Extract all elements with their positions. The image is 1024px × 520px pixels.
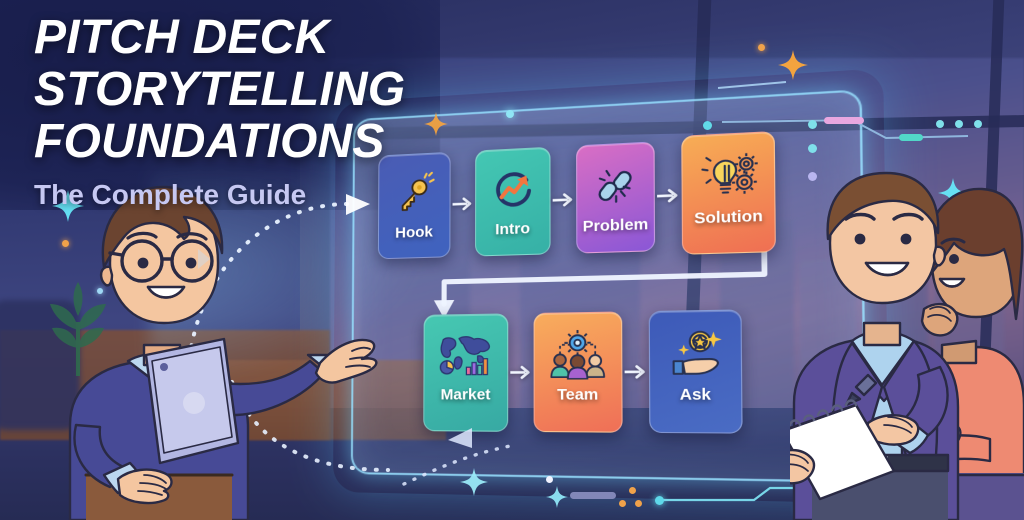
dot-cyan-a (703, 121, 712, 130)
page-subtitle: The Complete Guide (34, 179, 307, 210)
flow-grid: Hook Intro (351, 89, 867, 483)
dot-orange-b2 (619, 500, 626, 507)
flow-card-hook[interactable]: Hook (377, 151, 451, 260)
flow-row-top: Hook Intro (377, 130, 776, 263)
flow-row-bottom: Market (423, 309, 743, 434)
dot-orange-left (62, 240, 69, 247)
dot-cyan-g (974, 120, 982, 128)
hand-coin-star-icon (663, 323, 727, 384)
dot-orange-b3 (635, 500, 642, 507)
presenter-character (68, 185, 378, 520)
flow-card-label: Team (557, 385, 599, 404)
arrow-team-to-ask (622, 364, 649, 379)
dot-cyan-b (808, 120, 817, 129)
flow-card-team[interactable]: Team (533, 311, 623, 433)
sparkle-orange-top-icon (778, 50, 808, 80)
dot-orange-b1 (629, 487, 636, 494)
dot-cyan-b4 (655, 496, 664, 505)
dot-cyan-f (955, 120, 963, 128)
flow-card-label: Ask (679, 385, 712, 405)
sparkle-cyan-right-icon (938, 178, 968, 208)
plant-icon (50, 282, 106, 376)
flow-card-ask[interactable]: Ask (648, 309, 743, 434)
dot-cyan-c (808, 144, 817, 153)
dot-lilac-d (808, 172, 817, 181)
flow-card-market[interactable]: Market (423, 313, 509, 432)
flow-card-label: Problem (582, 215, 649, 236)
flow-card-label: Market (440, 386, 491, 404)
dot-blue-left (97, 288, 103, 294)
sparkle-cyan-small-icon (546, 486, 568, 508)
world-map-chart-icon (437, 326, 495, 384)
page-title: PITCH DECK STORYTELLING FOUNDATIONS (34, 11, 406, 168)
pill-teal (899, 134, 923, 141)
dot-cyan-top-sky (506, 110, 514, 118)
sparkle-orange-mid-icon (424, 112, 448, 136)
dot-white-bottom (546, 476, 553, 483)
key-icon (393, 165, 435, 223)
headline-block: PITCH DECK STORYTELLING FOUNDATIONS The … (34, 12, 714, 212)
sparkle-cyan-left-icon (52, 190, 84, 222)
listeners-characters (790, 171, 1024, 520)
flow-card-label: Hook (395, 223, 433, 242)
pill-slate (570, 492, 616, 499)
people-gear-icon (547, 324, 608, 383)
sparkle-cyan-bottom-icon (460, 468, 488, 496)
dot-cyan-e (936, 120, 944, 128)
arrow-market-to-team (508, 365, 533, 380)
flow-card-label: Intro (495, 219, 531, 239)
dot-orange-top (758, 44, 765, 51)
pill-pink (824, 117, 864, 124)
